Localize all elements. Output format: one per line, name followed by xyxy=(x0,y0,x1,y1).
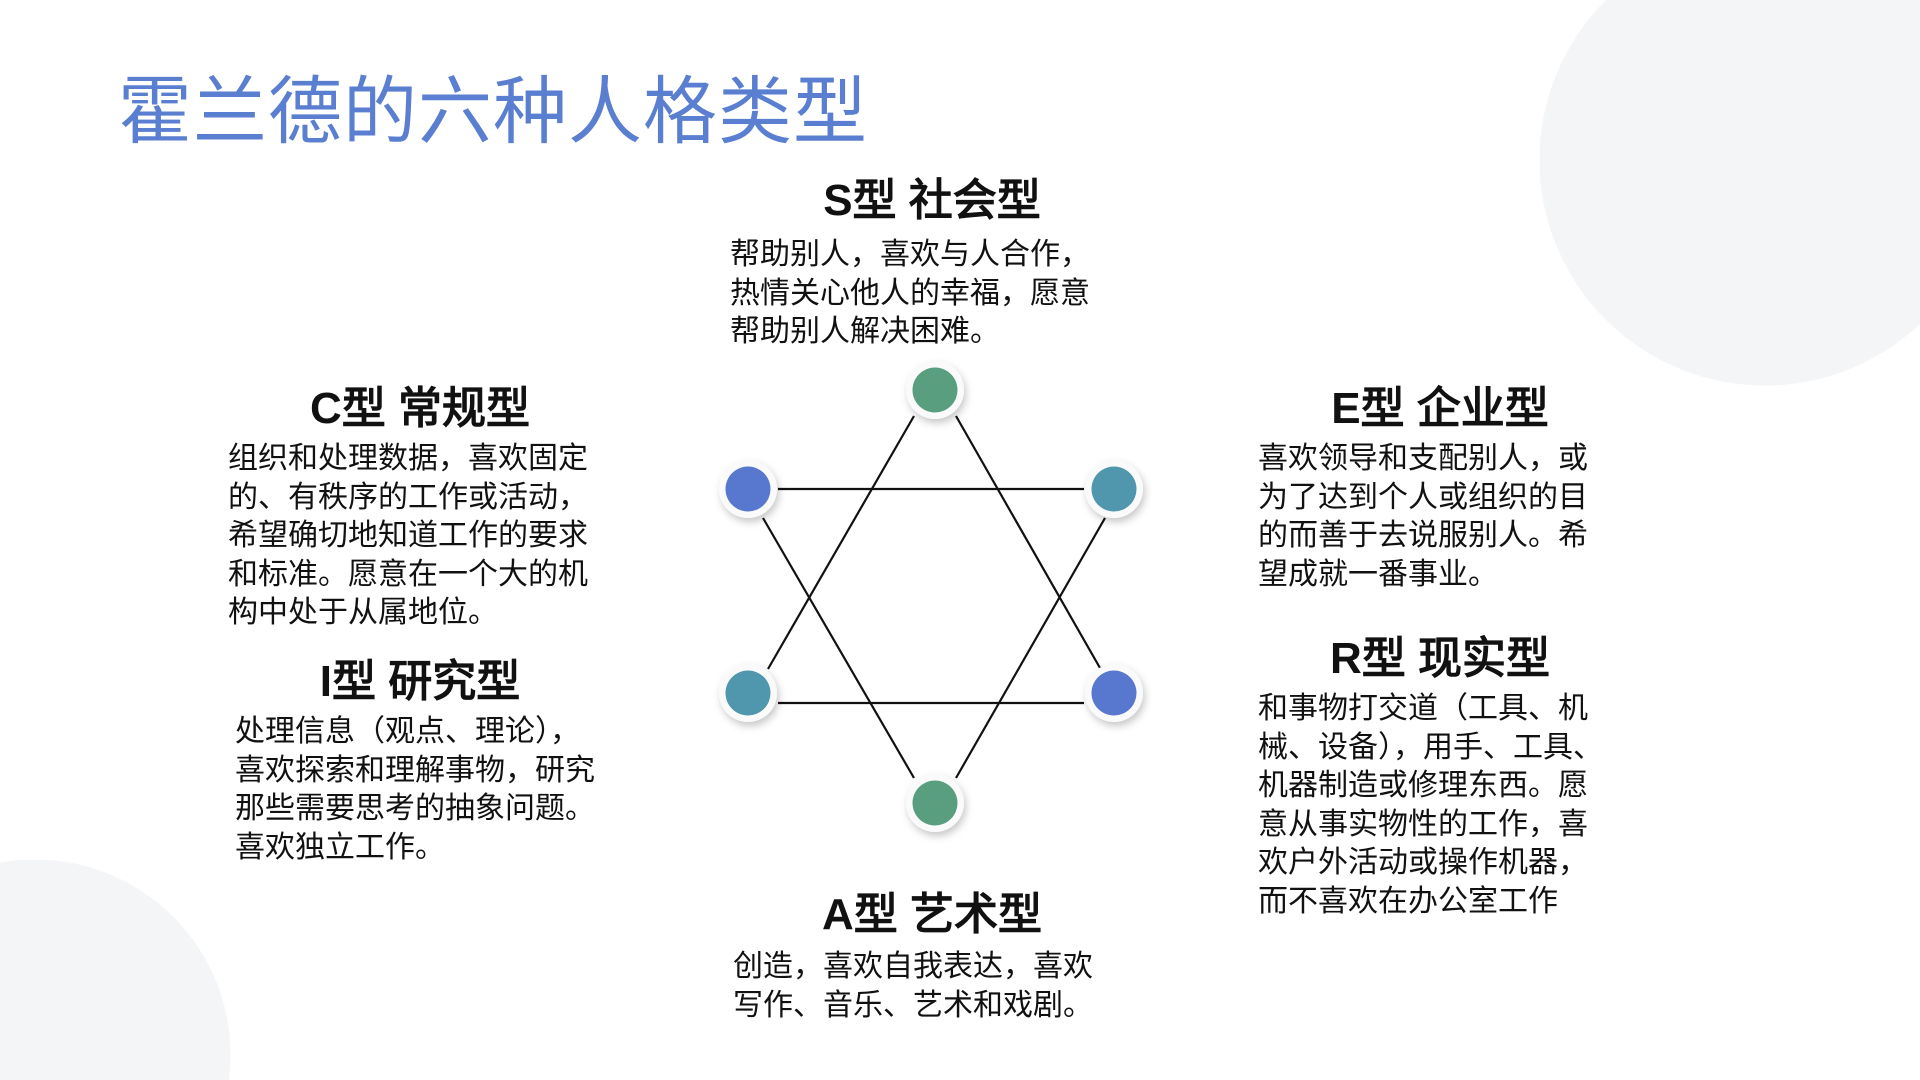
desc-line: 喜欢领导和支配别人，或 xyxy=(1258,442,1588,475)
a-type-description: 创造，喜欢自我表达，喜欢 写作、音乐、艺术和戏剧。 xyxy=(733,948,1093,1025)
e-type-heading: E型 企业型 xyxy=(1331,384,1549,433)
i-type-heading: I型 研究型 xyxy=(319,657,521,706)
i-type-description: 处理信息（观点、理论）， 喜欢探索和理解事物，研究 那些需要思考的抽象问题。 喜… xyxy=(235,713,595,867)
desc-line: 构中处于从属地位。 xyxy=(228,596,498,629)
node-e xyxy=(1091,466,1137,512)
background-circle-top-right xyxy=(1500,0,1920,400)
edge-top-to-bottom-right xyxy=(955,415,1101,669)
desc-line: 的而善于去说服别人。希 xyxy=(1258,519,1588,552)
a-type-heading: A型 艺术型 xyxy=(822,890,1042,939)
desc-line: 械、设备），用手、工具、 xyxy=(1258,730,1603,764)
r-type-description: 和事物打交道（工具、机 械、设备），用手、工具、 机器制造或修理东西。愿 意从事… xyxy=(1258,690,1603,921)
c-type-heading: C型 常规型 xyxy=(310,384,530,433)
desc-line: 帮助别人，喜欢与人合作， xyxy=(730,238,1090,271)
desc-line: 和标准。愿意在一个大的机 xyxy=(228,557,588,591)
desc-line: 创造，喜欢自我表达，喜欢 xyxy=(733,950,1093,983)
page-title: 霍兰德的六种人格类型 xyxy=(118,70,868,153)
edge-top-left-to-bottom xyxy=(762,517,915,779)
node-c xyxy=(725,466,771,512)
desc-line: 热情关心他人的幸福，愿意 xyxy=(730,276,1090,310)
s-type-description: 帮助别人，喜欢与人合作， 热情关心他人的幸福，愿意 帮助别人解决困难。 xyxy=(730,236,1090,352)
node-s xyxy=(912,367,958,413)
desc-line: 和事物打交道（工具、机 xyxy=(1258,692,1588,725)
desc-line: 为了达到个人或组织的目 xyxy=(1258,480,1588,514)
desc-line: 组织和处理数据，喜欢固定 xyxy=(228,442,588,475)
e-type-description: 喜欢领导和支配别人，或 为了达到个人或组织的目 的而善于去说服别人。希 望成就一… xyxy=(1258,440,1588,594)
desc-line: 望成就一番事业。 xyxy=(1258,557,1498,591)
node-r xyxy=(1091,670,1137,716)
r-type-heading: R型 现实型 xyxy=(1330,634,1550,683)
desc-line: 的、有秩序的工作或活动， xyxy=(228,480,588,514)
desc-line: 写作、音乐、艺术和戏剧。 xyxy=(733,988,1093,1022)
node-i xyxy=(725,670,771,716)
c-type-description: 组织和处理数据，喜欢固定 的、有秩序的工作或活动， 希望确切地知道工作的要求 和… xyxy=(228,440,588,633)
desc-line: 希望确切地知道工作的要求 xyxy=(228,519,588,552)
desc-line: 帮助别人解决困难。 xyxy=(730,315,1000,348)
desc-line: 喜欢独立工作。 xyxy=(235,830,445,864)
edge-top-right-to-bottom xyxy=(955,517,1106,779)
desc-line: 喜欢探索和理解事物，研究 xyxy=(235,753,595,787)
desc-line: 而不喜欢在办公室工作 xyxy=(1258,884,1558,918)
background-circle-bottom-left xyxy=(0,860,240,1080)
desc-line: 欢户外活动或操作机器， xyxy=(1258,846,1588,879)
desc-line: 那些需要思考的抽象问题。 xyxy=(235,792,595,825)
desc-line: 处理信息（观点、理论）， xyxy=(235,715,580,748)
desc-line: 机器制造或修理东西。愿 xyxy=(1258,769,1588,802)
s-type-heading: S型 社会型 xyxy=(823,176,1041,225)
desc-line: 意从事实物性的工作，喜 xyxy=(1258,807,1588,841)
edge-top-to-bottom-left xyxy=(767,415,915,670)
node-a xyxy=(912,780,958,826)
